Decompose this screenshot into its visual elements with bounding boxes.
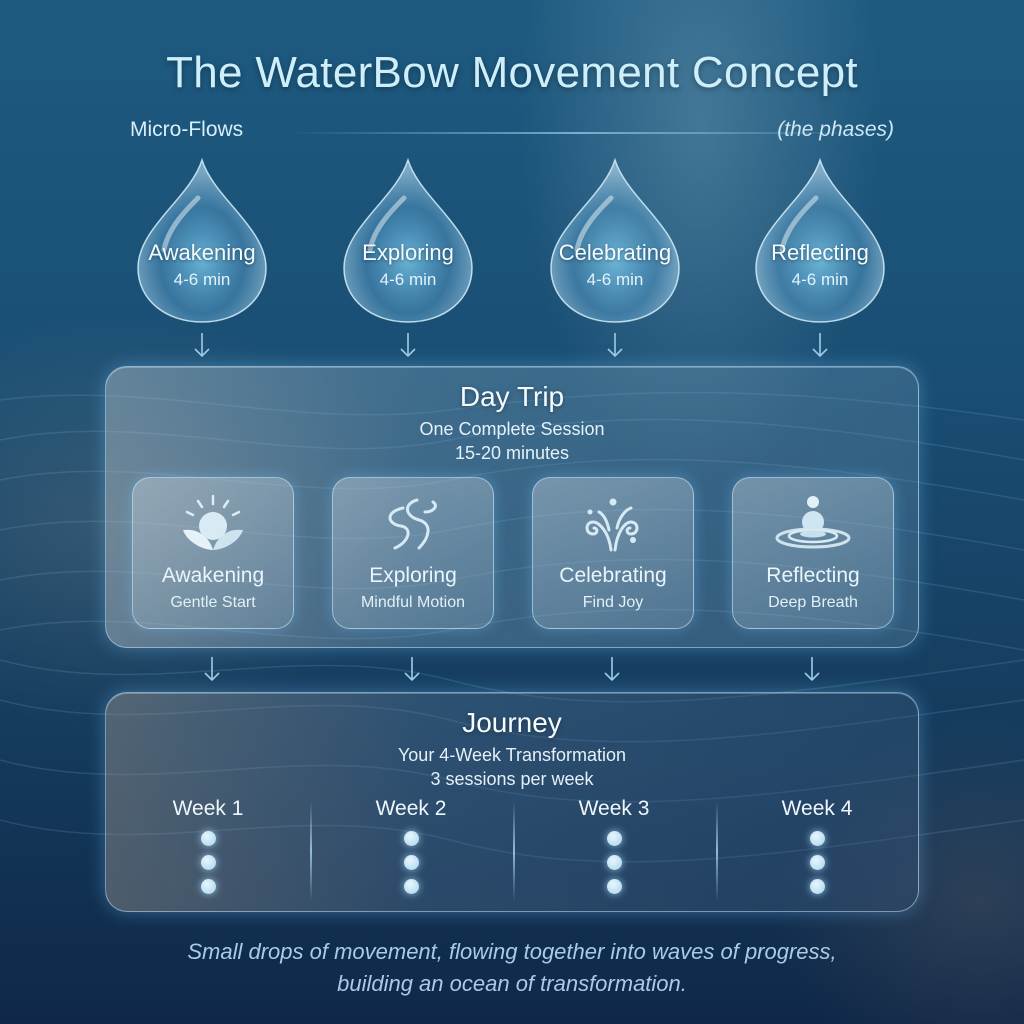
week-label: Week 3 xyxy=(578,797,650,820)
week-column-4: Week 4 xyxy=(717,797,917,894)
fountain-swirl-icon xyxy=(585,498,639,552)
week-divider xyxy=(513,801,515,901)
week-label: Week 4 xyxy=(781,797,853,820)
session-dot xyxy=(809,879,825,894)
water-drop-icon xyxy=(343,158,473,323)
journey-frequency: 3 sessions per week xyxy=(430,769,594,789)
arrow-down-icon xyxy=(810,332,830,358)
session-dot xyxy=(606,855,622,870)
day-trip-panel: Day Trip One Complete Session 15-20 minu… xyxy=(105,366,919,648)
session-dot xyxy=(403,879,419,894)
drop-duration: 4-6 min xyxy=(586,270,644,289)
day-trip-duration: 15-20 minutes xyxy=(454,443,570,463)
week-divider xyxy=(716,801,718,901)
card-name: Exploring xyxy=(369,564,457,587)
arrow-down-icon xyxy=(202,656,222,682)
water-drop-icon xyxy=(550,158,680,323)
footer-tagline: Small drops of movement, flowing togethe… xyxy=(0,936,1024,1000)
day-trip-title: Day Trip xyxy=(459,381,565,412)
water-drop-icon xyxy=(755,158,885,323)
card-subtitle: Find Joy xyxy=(582,594,644,611)
card-subtitle: Deep Breath xyxy=(768,594,858,611)
card-exploring: Exploring Mindful Motion xyxy=(332,477,494,629)
week-divider xyxy=(310,801,312,901)
journey-panel: Journey Your 4-Week Transformation 3 ses… xyxy=(105,692,919,912)
week-column-3: Week 3 xyxy=(514,797,714,894)
week-column-2: Week 2 xyxy=(311,797,511,894)
header-divider xyxy=(290,132,870,134)
arrow-down-icon xyxy=(402,656,422,682)
card-subtitle: Mindful Motion xyxy=(360,594,466,611)
flowing-streams-icon xyxy=(388,498,437,550)
phases-note: (the phases) xyxy=(777,118,894,141)
card-name: Awakening xyxy=(161,564,265,587)
journey-title: Journey xyxy=(462,707,562,738)
micro-flows-header: Micro-Flows (the phases) xyxy=(130,118,894,148)
micro-flows-label: Micro-Flows xyxy=(130,118,244,141)
arrow-down-icon xyxy=(605,332,625,358)
drop-name: Awakening xyxy=(148,240,256,265)
card-reflecting: Reflecting Deep Breath xyxy=(732,477,894,629)
drop-name: Exploring xyxy=(362,240,454,265)
card-awakening: Awakening Gentle Start xyxy=(132,477,294,629)
card-name: Celebrating xyxy=(559,564,667,587)
session-dot xyxy=(403,831,419,846)
week-column-1: Week 1 xyxy=(108,797,308,894)
sunrise-leaves-icon xyxy=(183,494,243,550)
drop-exploring: Exploring 4-6 min xyxy=(340,158,476,324)
drop-name: Celebrating xyxy=(558,240,672,265)
week-label: Week 1 xyxy=(172,797,244,820)
page-title: The WaterBow Movement Concept xyxy=(166,48,858,97)
day-trip-subtitle: One Complete Session xyxy=(419,419,605,439)
water-drop-icon xyxy=(137,158,267,323)
arrow-down-icon xyxy=(192,332,212,358)
drop-name: Reflecting xyxy=(771,240,869,265)
session-dot xyxy=(200,831,216,846)
footer-line-2: building an ocean of transformation. xyxy=(337,971,687,996)
session-dot xyxy=(403,855,419,870)
session-dot xyxy=(200,879,216,894)
session-dot xyxy=(809,855,825,870)
session-dot xyxy=(200,855,216,870)
card-subtitle: Gentle Start xyxy=(170,594,256,611)
card-celebrating: Celebrating Find Joy xyxy=(532,477,694,629)
drop-duration: 4-6 min xyxy=(791,270,849,289)
drop-duration: 4-6 min xyxy=(379,270,437,289)
drop-awakening: Awakening 4-6 min xyxy=(134,158,270,324)
drop-duration: 4-6 min xyxy=(173,270,231,289)
footer-line-1: Small drops of movement, flowing togethe… xyxy=(187,939,837,964)
drop-celebrating: Celebrating 4-6 min xyxy=(547,158,683,324)
session-dot xyxy=(606,879,622,894)
arrow-down-icon xyxy=(602,656,622,682)
arrow-down-icon xyxy=(398,332,418,358)
week-label: Week 2 xyxy=(375,797,447,820)
arrow-down-icon xyxy=(802,656,822,682)
journey-subtitle: Your 4-Week Transformation xyxy=(397,745,627,765)
stone-ripple-icon xyxy=(775,496,851,549)
session-dot xyxy=(809,831,825,846)
drop-reflecting: Reflecting 4-6 min xyxy=(752,158,888,324)
session-dot xyxy=(606,831,622,846)
card-name: Reflecting xyxy=(766,564,860,587)
